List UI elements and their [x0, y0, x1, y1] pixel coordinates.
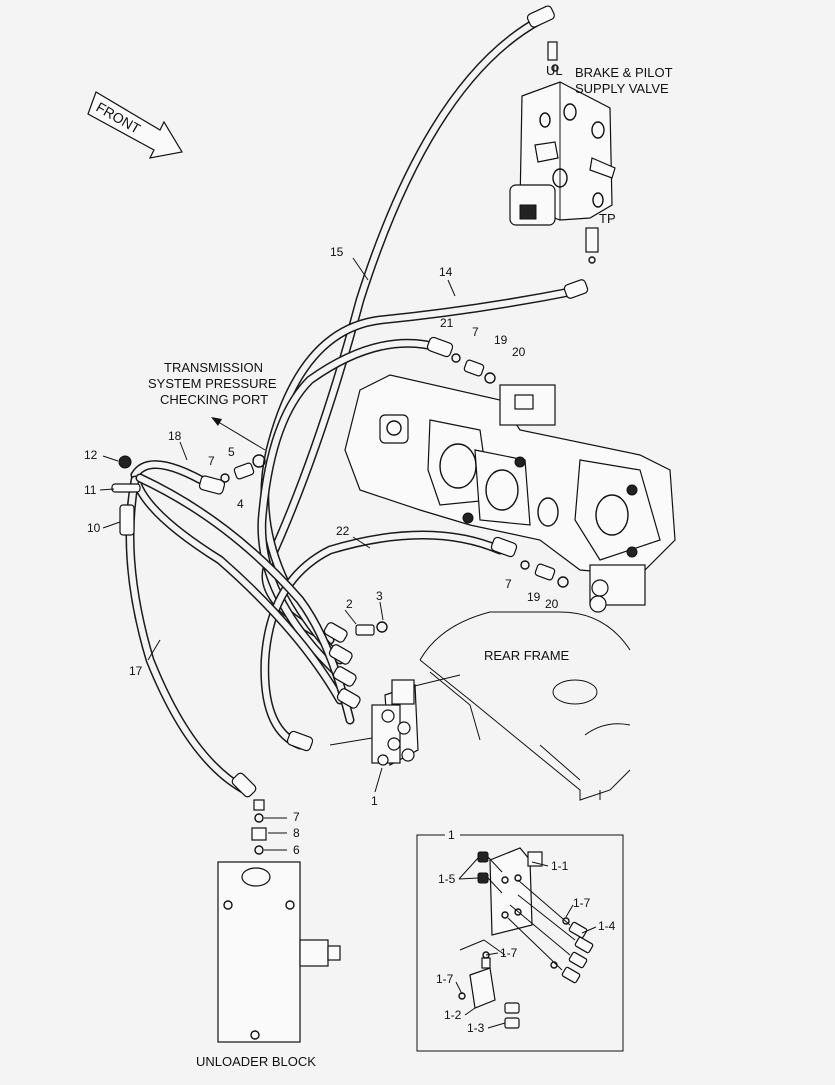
rear-frame	[397, 611, 631, 801]
callout-18: 18	[168, 429, 182, 443]
transmission-label-line1: TRANSMISSION	[164, 360, 263, 375]
detail-label-1-7-c: 1-7	[436, 972, 454, 986]
rear-frame-label: REAR FRAME	[484, 648, 570, 663]
transmission-pointer-head	[211, 417, 222, 426]
brake-pilot-supply-valve	[509, 41, 616, 264]
brake-pilot-label-line2: SUPPLY VALVE	[575, 81, 669, 96]
callout-21: 21	[440, 316, 454, 330]
detail-label-1-2: 1-2	[444, 1008, 462, 1022]
callout-10: 10	[87, 521, 101, 535]
callout-7-a: 7	[208, 454, 215, 468]
manifold-block	[371, 679, 419, 766]
callout-20-a: 20	[512, 345, 526, 359]
detail-label-1-4: 1-4	[598, 919, 616, 933]
callout-12: 12	[84, 448, 98, 462]
callout-8: 8	[293, 826, 300, 840]
detail-box-title: 1	[448, 828, 455, 842]
detail-label-1-3: 1-3	[467, 1021, 485, 1035]
callout-7-c: 7	[505, 577, 512, 591]
callout-7-b: 7	[472, 325, 479, 339]
transmission-label-line3: CHECKING PORT	[160, 392, 268, 407]
callout-leaders	[99, 257, 456, 851]
detail-label-1-7-a: 1-7	[573, 896, 591, 910]
callout-20-b: 20	[545, 597, 559, 611]
brake-pilot-label-line1: BRAKE & PILOT	[575, 65, 673, 80]
hose-fittings	[111, 5, 589, 798]
callout-5: 5	[228, 445, 235, 459]
port-ul-label: UL	[546, 63, 563, 78]
callout-11: 11	[84, 483, 97, 497]
callout-14: 14	[439, 265, 453, 279]
unloader-block-label: UNLOADER BLOCK	[196, 1054, 316, 1069]
callout-19-b: 19	[527, 590, 541, 604]
transmission-label-line2: SYSTEM PRESSURE	[148, 376, 277, 391]
callout-15: 15	[330, 245, 344, 259]
callout-7-d: 7	[293, 810, 300, 824]
detail-label-1-1: 1-1	[551, 859, 569, 873]
unloader-block	[217, 799, 341, 1043]
callout-numbers: 1 2 3 4 5 6 7 7 7 7 8 10 11 12 14 15 17 …	[84, 245, 559, 857]
callout-17: 17	[129, 664, 143, 678]
detail-box: 1	[416, 828, 624, 1052]
transmission-pointer	[214, 419, 266, 451]
detail-label-1-7-b: 1-7	[500, 946, 518, 960]
callout-19-a: 19	[494, 333, 508, 347]
callout-2: 2	[346, 597, 353, 611]
front-direction-arrow: FRONT	[87, 91, 183, 159]
callout-3: 3	[376, 589, 383, 603]
detail-label-1-5: 1-5	[438, 872, 456, 886]
callout-1: 1	[371, 794, 378, 808]
callout-22: 22	[336, 524, 350, 538]
callout-4: 4	[237, 497, 244, 511]
port-tp-label: TP	[599, 211, 616, 226]
callout-6: 6	[293, 843, 300, 857]
main-pump-assembly	[344, 374, 676, 613]
